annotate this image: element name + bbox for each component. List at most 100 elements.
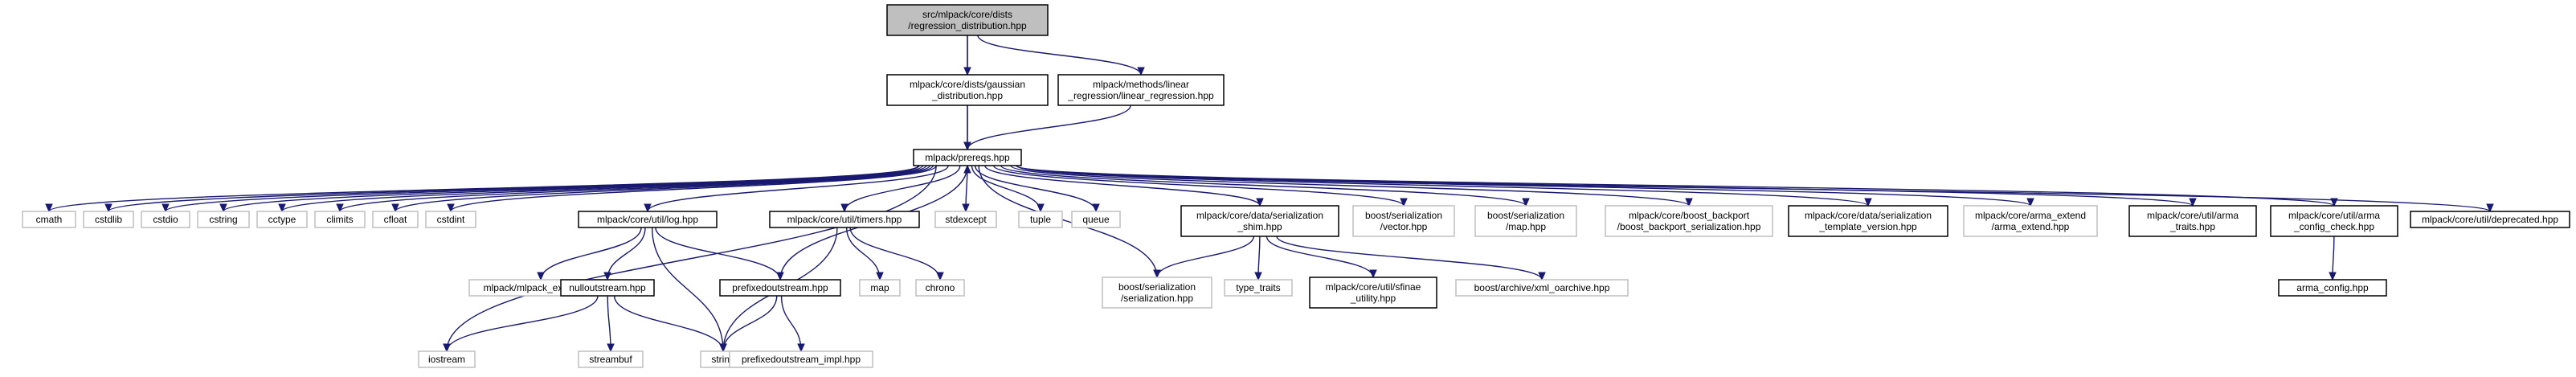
node-label: mlpack/core/boost_backport [1629, 210, 1750, 221]
node-box [372, 211, 419, 228]
edge-line [339, 165, 930, 212]
node-box [22, 211, 76, 228]
node-cstdlib: cstdlib [83, 211, 134, 228]
edge-arrowhead [719, 343, 727, 353]
node-timers[interactable]: mlpack/core/util/timers.hpp [769, 211, 920, 228]
node-label: mlpack/core/util/arma [2147, 210, 2239, 221]
node-linreg[interactable]: mlpack/methods/linear_regression/linear_… [1057, 74, 1225, 106]
node-box [915, 279, 965, 297]
node-label: tuple [1030, 214, 1051, 225]
node-gaussian[interactable]: mlpack/core/dists/gaussian_distribution.… [886, 74, 1049, 106]
node-log[interactable]: mlpack/core/util/log.hpp [578, 211, 718, 228]
edge-line [651, 227, 724, 352]
node-label: mlpack/core/util/sfinae [1326, 281, 1421, 293]
node-tuple: tuple [1018, 211, 1063, 228]
node-label: mlpack/core/util/log.hpp [597, 214, 698, 225]
node-label: mlpack/core/data/serialization [1805, 210, 1932, 221]
edge-arrowhead [603, 272, 611, 281]
edge-timers-to-map [845, 227, 884, 281]
edge-arrowhead [1092, 203, 1100, 213]
node-armatraits[interactable]: mlpack/core/util/arma_traits.hpp [2128, 205, 2257, 237]
edge-root-to-linreg [977, 35, 1145, 76]
node-bmap: boost/serialization/map.hpp [1474, 205, 1577, 237]
node-cfloat: cfloat [372, 211, 419, 228]
edge-log-to-prefixout [655, 227, 784, 281]
edge-line [722, 295, 778, 352]
node-label: /regression_distribution.hpp [908, 20, 1027, 31]
edge-line [1016, 165, 2335, 207]
edge-line [446, 165, 937, 352]
node-prefixout[interactable]: prefixedoutstream.hpp [719, 279, 841, 297]
edge-arrowhead [1254, 272, 1262, 281]
node-box [913, 149, 1022, 166]
node-nullout[interactable]: nulloutstream.hpp [560, 279, 655, 297]
node-label: /vector.hpp [1380, 221, 1428, 232]
node-map: map [859, 279, 901, 297]
node-label: mlpack/core/data/serialization [1196, 210, 1323, 221]
node-label: cstdint [437, 214, 465, 225]
edge-line [1010, 165, 1690, 207]
edge-arrowhead [45, 203, 53, 213]
node-streambuf: streambuf [578, 350, 644, 368]
edge-line [992, 165, 1405, 207]
edge-prereqs-to-climits [336, 165, 930, 213]
node-box [2410, 211, 2570, 228]
node-typetraits: type_traits [1224, 279, 1293, 297]
node-box [2270, 205, 2398, 237]
edge-line [844, 165, 961, 212]
node-label: _distribution.hpp [931, 90, 1003, 101]
node-label: _regression/linear_regression.hpp [1067, 90, 1214, 101]
edge-arrowhead [443, 343, 451, 353]
edge-prereqs-to-cctype [278, 165, 927, 213]
node-box [1605, 205, 1773, 237]
node-box [425, 211, 476, 228]
edge-log-to-nullout [603, 227, 646, 281]
node-armaext: mlpack/core/arma_extend/arma_extend.hpp [1963, 205, 2098, 237]
node-label: _utility.hpp [1350, 293, 1396, 304]
node-armacheck[interactable]: mlpack/core/util/arma_config_check.hpp [2270, 205, 2398, 237]
node-label: mlpack/prereqs.hpp [925, 152, 1010, 163]
edge-prefixout-to-prefiximpl [780, 295, 805, 353]
node-stv[interactable]: mlpack/core/data/serialization_template_… [1788, 205, 1948, 237]
edge-prereqs-to-tuple [971, 165, 1045, 213]
edge-arrowhead [447, 203, 455, 213]
edge-arrowhead [963, 141, 971, 151]
edge-arrowhead [1400, 198, 1408, 207]
node-box [1071, 211, 1121, 228]
edge-shim-to-xmlo [1276, 236, 1546, 281]
node-label: _config_check.hpp [2293, 221, 2374, 232]
edge-arrowhead [797, 343, 805, 353]
node-prereqs[interactable]: mlpack/prereqs.hpp [913, 149, 1022, 166]
edge-line [613, 295, 724, 352]
node-armaconfig[interactable]: arma_config.hpp [2278, 279, 2387, 297]
node-box [1180, 205, 1339, 237]
node-box [2128, 205, 2257, 237]
node-label: nulloutstream.hpp [569, 282, 646, 293]
node-label: mlpack/core/dists/gaussian [910, 79, 1025, 90]
node-label: prefixedoutstream_impl.hpp [742, 354, 861, 365]
edge-prereqs-to-armacheck [1016, 165, 2338, 207]
edge-prereqs-to-cstring [219, 165, 924, 213]
node-box [934, 211, 997, 228]
node-label: mlpack/core/util/timers.hpp [787, 214, 902, 225]
edge-arrowhead [644, 203, 652, 213]
node-label: cctype [268, 214, 296, 225]
edge-line [978, 165, 1158, 278]
node-label: streambuf [589, 354, 632, 365]
node-deprecated[interactable]: mlpack/core/util/deprecated.hpp [2410, 211, 2570, 228]
edge-arrowhead [219, 203, 227, 213]
node-sfinae[interactable]: mlpack/core/util/sfinae_utility.hpp [1309, 277, 1437, 309]
node-label: cmath [36, 214, 63, 225]
node-shim[interactable]: mlpack/core/data/serialization_shim.hpp [1180, 205, 1339, 237]
node-box [1102, 277, 1212, 309]
edge-prereqs-to-stv [1016, 165, 1872, 207]
edge-arrowhead [162, 203, 170, 213]
edge-arrowhead [104, 203, 112, 213]
edge-shim-to-bser [1153, 236, 1255, 279]
edge-line [647, 165, 949, 212]
edge-line [1276, 236, 1543, 281]
edge-log-to-string [651, 227, 727, 353]
node-label: /map.hpp [1506, 221, 1546, 232]
edge-nullout-to-streambuf [607, 295, 615, 353]
edges-layer [45, 35, 2494, 353]
